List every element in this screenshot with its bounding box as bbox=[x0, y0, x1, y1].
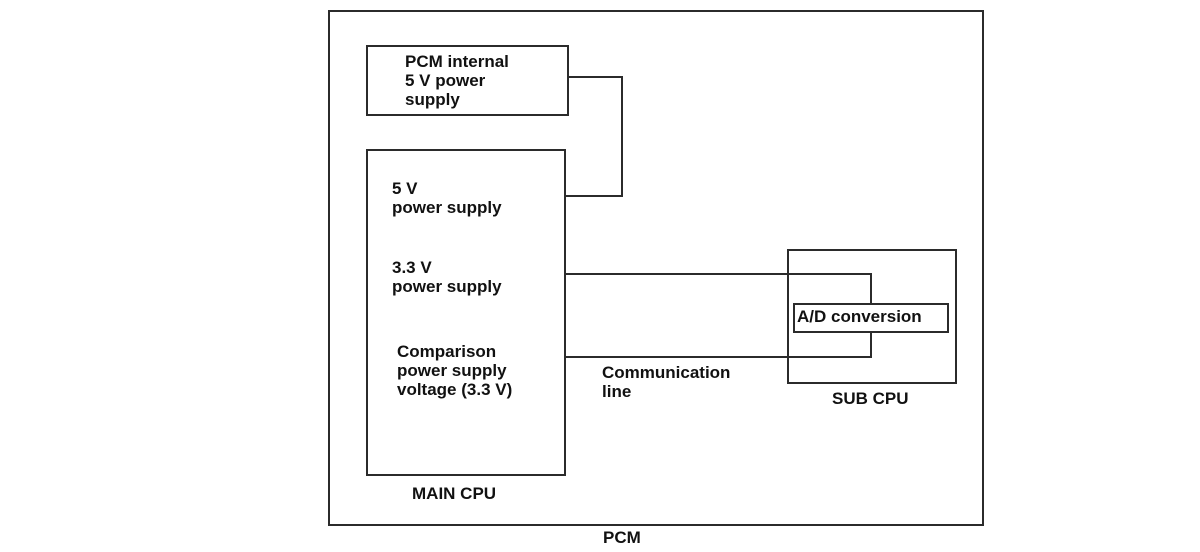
sub-cpu-label: SUB CPU bbox=[832, 389, 909, 408]
pcm-label: PCM bbox=[603, 528, 641, 547]
communication-line-label: Communication line bbox=[602, 363, 731, 401]
internal-supply-label: PCM internal 5 V power supply bbox=[405, 52, 509, 109]
3v3-supply-wire bbox=[565, 273, 872, 304]
communication-line-wire bbox=[565, 332, 872, 358]
main-3v3-supply-label: 3.3 V power supply bbox=[392, 258, 502, 296]
pcm-outer-box bbox=[328, 10, 984, 526]
pcm-internal-supply-box bbox=[366, 45, 569, 116]
main-cpu-label: MAIN CPU bbox=[412, 484, 497, 503]
5v-supply-wire bbox=[565, 76, 623, 197]
comparison-voltage-label: Comparison power supply voltage (3.3 V) bbox=[397, 342, 513, 399]
sub-cpu-box bbox=[787, 249, 957, 384]
ad-conversion-label: A/D conversion bbox=[797, 307, 922, 326]
main-5v-supply-label: 5 V power supply bbox=[392, 179, 502, 217]
main-cpu-box bbox=[366, 149, 566, 476]
